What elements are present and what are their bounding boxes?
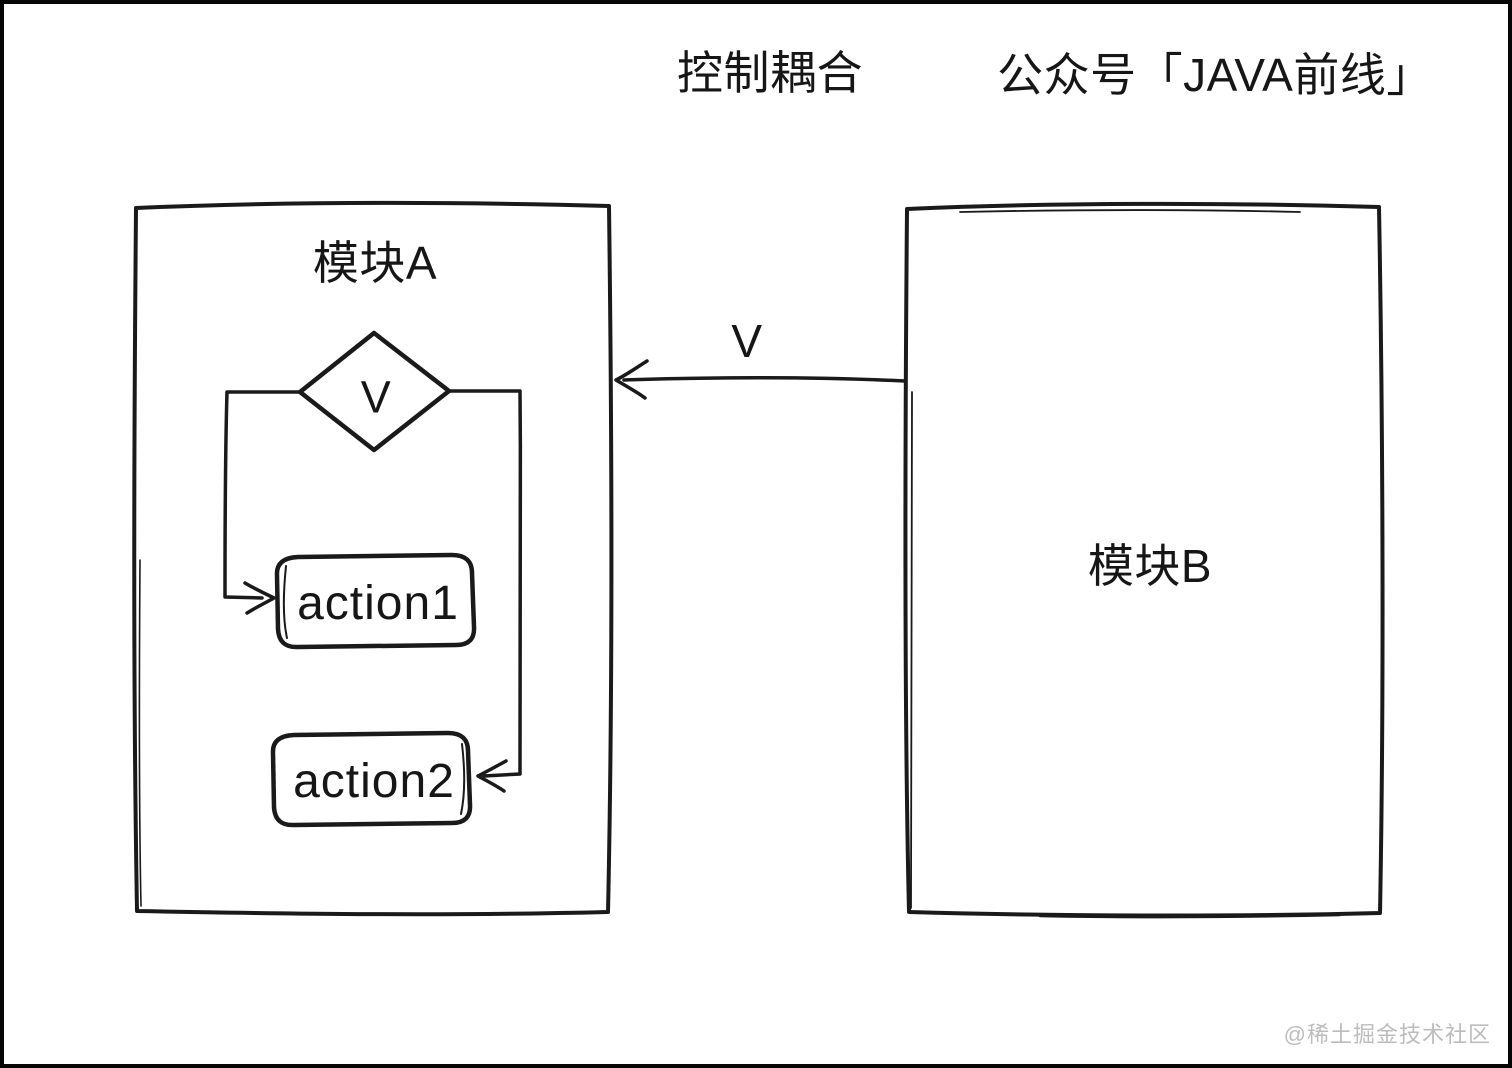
connector-to-action1-arrowhead [243, 581, 276, 615]
module-b-box-sketch-line-top [959, 209, 1301, 213]
module-a-box-sketch-line [138, 559, 142, 907]
action2-box [270, 730, 473, 828]
module-b-box-sketch-line-bottom [1038, 913, 1342, 919]
module-b-box-sketch-line-left [910, 391, 913, 909]
module-a-label: 模块A [312, 237, 438, 289]
watermark: @稀土掘金技术社区 [1283, 1022, 1491, 1047]
action1-label: action1 [297, 577, 459, 630]
page-title: 控制耦合 [677, 47, 863, 99]
control-arrow-arrowhead [614, 359, 649, 400]
condition-label: V [360, 371, 392, 423]
module-a-box [132, 200, 614, 917]
connector-to-action2-arrowhead [476, 759, 508, 793]
account-title: 公众号「JAVA前线」 [997, 49, 1433, 101]
action1-box-sketch [282, 565, 288, 639]
action2-label: action2 [293, 755, 455, 808]
module-b-box [903, 201, 1385, 918]
action1-box [274, 552, 477, 650]
action2-box-sketch [460, 743, 466, 815]
condition-diamond [297, 330, 452, 453]
connector-to-action2 [447, 389, 523, 778]
connector-to-action1 [223, 390, 303, 600]
control-arrow [622, 376, 907, 383]
control-arrow-label: V [731, 315, 763, 367]
module-b-label: 模块B [1087, 540, 1213, 592]
